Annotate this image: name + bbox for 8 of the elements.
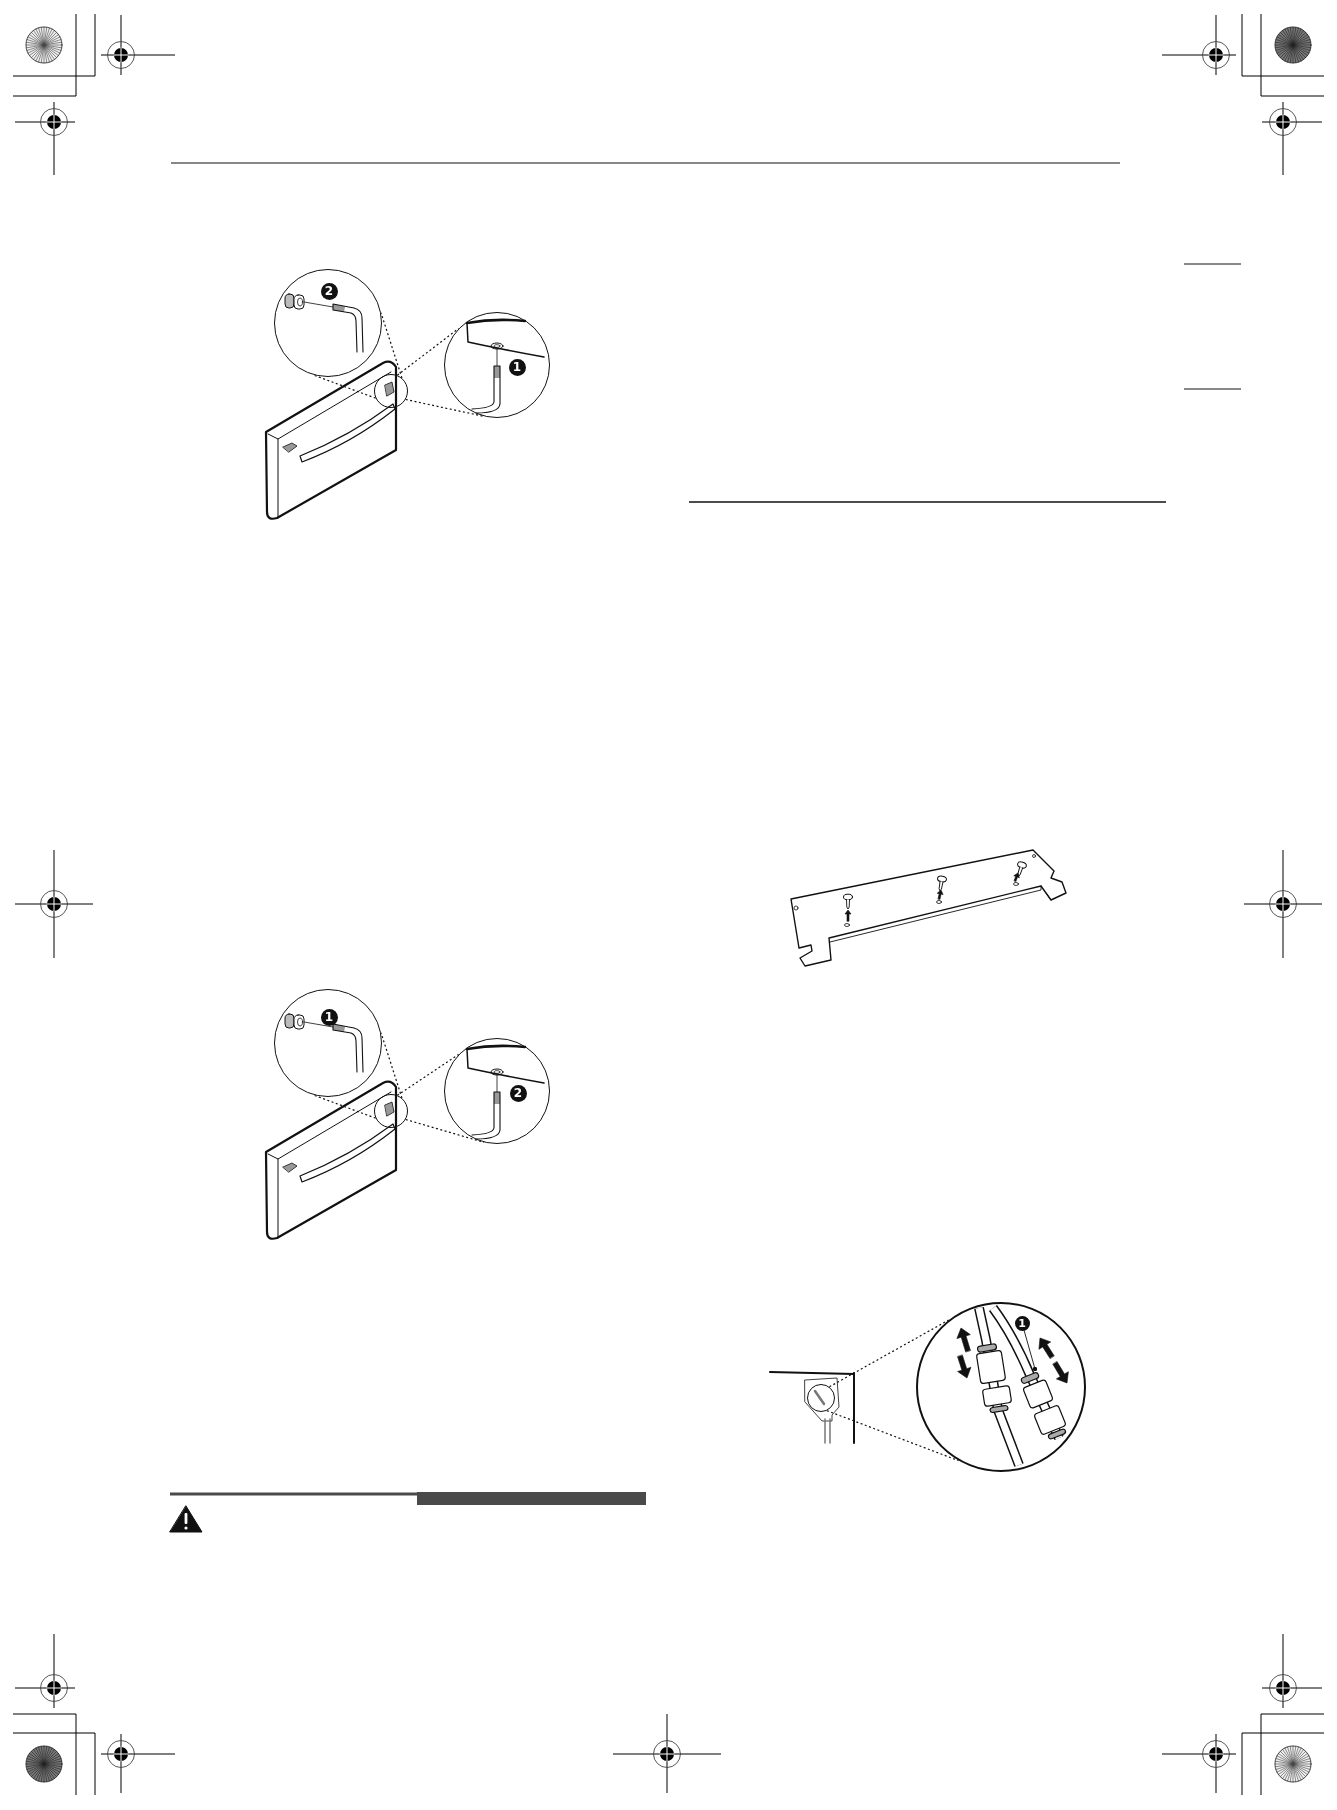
callout-number: 2	[320, 282, 338, 300]
callout-number: 2	[509, 1084, 527, 1102]
callout-number: 1	[508, 358, 526, 376]
callout-number: 1	[320, 1008, 338, 1026]
detail-view-circle	[916, 1302, 1086, 1472]
zoom-guide-line	[396, 1053, 460, 1096]
callout-number: 1	[1014, 1315, 1030, 1331]
zoom-guide-line	[405, 398, 485, 418]
